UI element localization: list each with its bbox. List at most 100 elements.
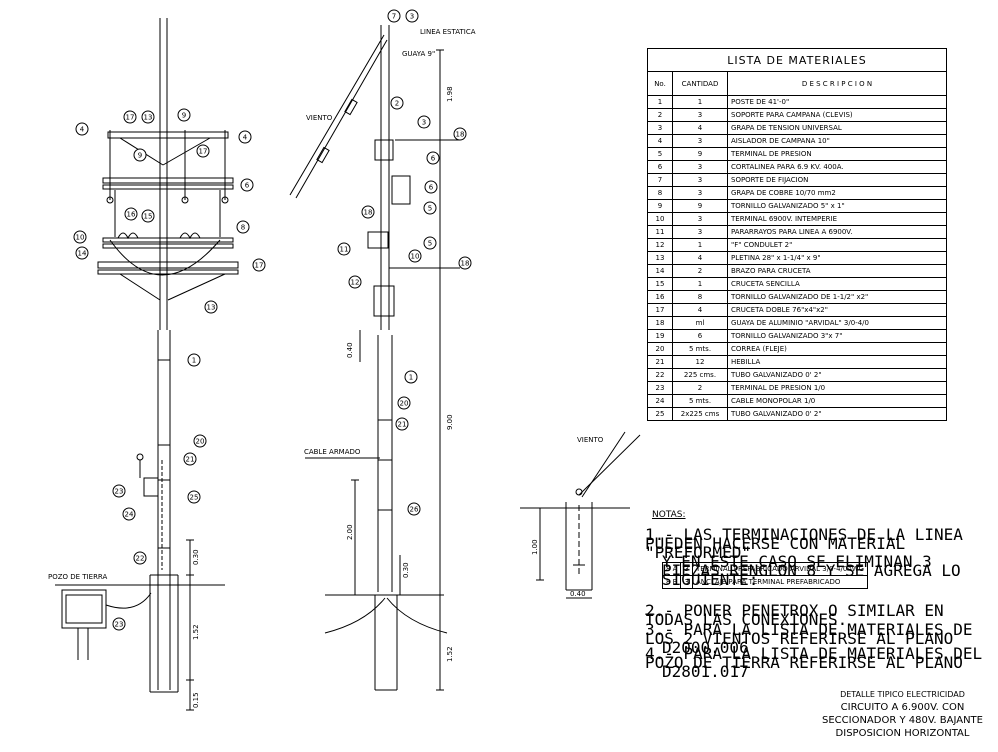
cell-cantidad: 12 (672, 355, 728, 369)
callout-balloon: 17 (252, 258, 266, 272)
middle-dimensions (305, 49, 444, 691)
cell-descripcion: GRAPA DE COBRE 10/70 mm2 (727, 186, 947, 200)
cell-no: 18 (647, 316, 673, 330)
callout-balloon: 26 (407, 502, 421, 516)
svg-text:6: 6 (431, 155, 436, 163)
left-crossarm-bottom (97, 239, 239, 301)
cell-cantidad: 9 (672, 147, 728, 161)
cell-descripcion: AISLADOR DE CAMPANA 10" (727, 134, 947, 148)
callout-balloon: 8 (236, 220, 250, 234)
cell-no: 15 (647, 277, 673, 291)
callout-balloon: 17 (196, 144, 210, 158)
cell-no: 10 (647, 212, 673, 226)
cell-descripcion: TORNILLO GALVANIZADO DE 1-1/2" x2" (727, 290, 947, 304)
svg-text:12: 12 (351, 279, 360, 287)
cell-no: 19 (647, 329, 673, 343)
svg-text:18: 18 (456, 131, 465, 139)
cell-descripcion: TUBO GALVANIZADO 0' 2" (727, 407, 947, 421)
callout-balloon: 1 (187, 353, 201, 367)
callout-balloon: 9 (177, 108, 191, 122)
cell-no: 2 (647, 108, 673, 122)
callout-balloon: 25 (187, 490, 201, 504)
cell-no: 23 (647, 381, 673, 395)
cell-cantidad: 5 mts. (672, 342, 728, 356)
cell-no: 14 (647, 264, 673, 278)
guy-wire (289, 34, 388, 199)
cell-descripcion: SOPORTE PARA CAMPANA (CLEVIS) (727, 108, 947, 122)
dim-152-mid: 1.52 (446, 646, 454, 662)
callout-balloon: 4 (75, 122, 89, 136)
cell-no: 16 (647, 290, 673, 304)
dim-100: 1.00 (531, 539, 539, 555)
callout-balloon: 18 (453, 127, 467, 141)
label-pozo-de-tierra: POZO DE TIERRA (48, 573, 108, 581)
cell-no: 11 (647, 225, 673, 239)
cell-descripcion: TERMINAL DE PRESION (727, 147, 947, 161)
cell-descripcion: TORNILLO GALVANIZADO 5" x 1" (727, 199, 947, 213)
table-row: 8 A 3 TERMINAL PREFABRICADO ARVIDAL 3/0-… (661, 562, 869, 576)
cell-no: 17 (647, 303, 673, 317)
callout-balloon: 23 (112, 617, 126, 631)
cell-no: 5 (647, 147, 673, 161)
svg-text:3: 3 (422, 119, 426, 127)
cell-descripcion: PARARRAYOS PARA LINEA A 6900V. (727, 225, 947, 239)
callouts-middle: 7 3 2 3 18 6 6 18 5 5 11 10 18 12 1 20 2… (337, 9, 472, 516)
cell-cantidad: 1 (672, 277, 728, 291)
callout-balloon: 10 (73, 230, 87, 244)
callout-balloon: 1 (404, 370, 418, 384)
callout-balloon: 18 (458, 256, 472, 270)
cell-cantidad: ml (672, 316, 728, 330)
note-1-subtable: 8 A 3 TERMINAL PREFABRICADO ARVIDAL 3/0-… (661, 562, 869, 589)
callout-balloon: 14 (75, 246, 89, 260)
caption-line-2: CIRCUITO A 6.900V. CON (840, 702, 965, 713)
dim-040-detail: 0.40 (570, 590, 586, 598)
note-1-line-a: 1.- LAS TERMINACIONES DE LA LINEA PUEDEN… (645, 525, 963, 562)
pozo-de-tierra (55, 453, 225, 660)
cell-descripcion: TUBO GALVANIZADO 0' 2" (727, 368, 947, 382)
cell-cantidad: 3 (672, 134, 728, 148)
cell-descripcion: GRAPA DE TENSION UNIVERSAL (727, 121, 947, 135)
callout-balloon: 11 (337, 242, 351, 256)
dim-015: 0.15 (192, 692, 200, 708)
cell-cantidad: 3 (672, 186, 728, 200)
cell-no: 8 (647, 186, 673, 200)
svg-text:24: 24 (125, 511, 134, 519)
svg-text:10: 10 (76, 234, 85, 242)
cell-cantidad: 9 (672, 199, 728, 213)
cell-cantidad: 3 (672, 160, 728, 174)
svg-text:23: 23 (115, 621, 124, 629)
callout-balloon: 20 (193, 434, 207, 448)
svg-text:16: 16 (127, 211, 136, 219)
svg-text:13: 13 (144, 114, 153, 122)
dim-030-mid: 0.30 (402, 562, 410, 578)
svg-text:1: 1 (192, 357, 196, 365)
notes-title: NOTAS: (652, 510, 686, 520)
cell-no: 12 (647, 238, 673, 252)
callout-balloon: 23 (112, 484, 126, 498)
cell-cantidad: 3 (672, 225, 728, 239)
cell-cantidad: 1 (672, 238, 728, 252)
callout-balloon: 13 (141, 110, 155, 124)
cell-descripcion: TERMINAL DE PRESION 1/0 (727, 381, 947, 395)
callout-balloon: 5 (423, 236, 437, 250)
cell-descripcion: CORTALINEA PARA 6.9 KV. 400A. (727, 160, 947, 174)
cell-cantidad: 4 (672, 303, 728, 317)
dim-198: 1.98 (446, 86, 454, 102)
svg-text:18: 18 (461, 260, 470, 268)
note-3-line-a: 3.- PARA LA LISTA DE MATERIALES DE LOS 2… (645, 620, 973, 648)
label-viento-detail: VIENTO (577, 436, 604, 444)
